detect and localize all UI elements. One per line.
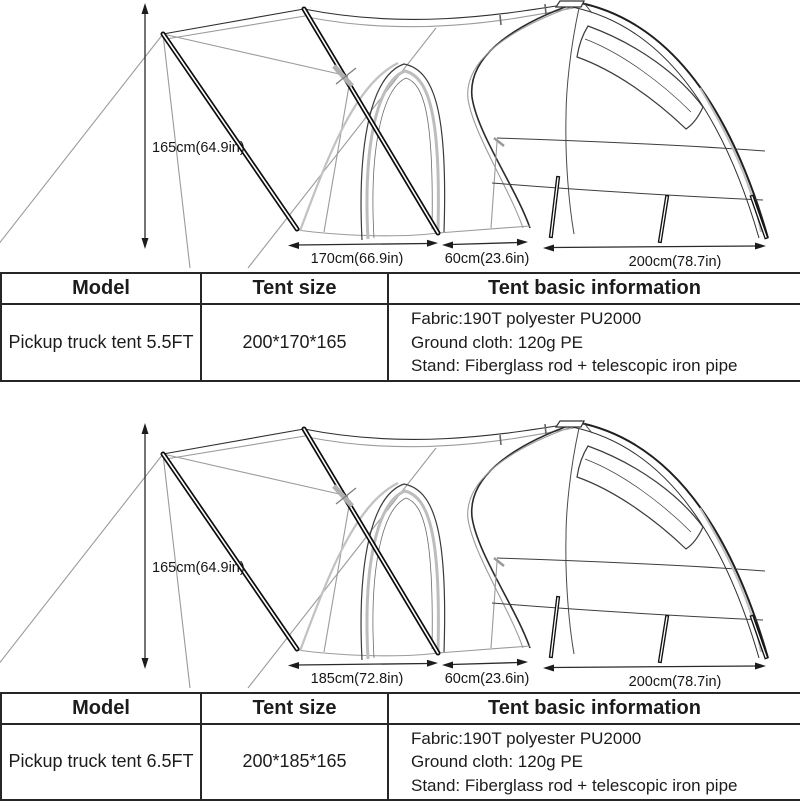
front-tent bbox=[300, 483, 445, 660]
tent-info-column-header: Tent basic information bbox=[388, 273, 800, 304]
info-line-ground-cloth: Ground cloth: 120g PE bbox=[411, 750, 792, 774]
diagram-5-5ft: 165cm(64.9in) 170cm(66.9in) 60cm(23.6in)… bbox=[0, 0, 800, 272]
tent-size-column-header: Tent size bbox=[201, 273, 388, 304]
table-header-row: Model Tent size Tent basic information bbox=[1, 693, 800, 724]
spec-table-6-5ft: Model Tent size Tent basic information P… bbox=[0, 692, 800, 801]
awning-poles bbox=[163, 429, 438, 653]
diagram-6-5ft: 165cm(64.9in) 185cm(72.8in) 60cm(23.6in)… bbox=[0, 420, 800, 692]
ground-stakes bbox=[551, 178, 766, 241]
tent-info-cell: Fabric:190T polyester PU2000 Ground clot… bbox=[388, 304, 800, 381]
table-row: Pickup truck tent 5.5FT 200*170*165 Fabr… bbox=[1, 304, 800, 381]
tent-line-drawing: 165cm(64.9in) 185cm(72.8in) 60cm(23.6in)… bbox=[0, 420, 800, 692]
overhang-dimension-label: 60cm(23.6in) bbox=[445, 251, 530, 267]
section-5-5ft: 165cm(64.9in) 170cm(66.9in) 60cm(23.6in)… bbox=[0, 0, 800, 382]
bed-width-dimension-label: 170cm(66.9in) bbox=[311, 251, 404, 267]
height-dimension-label: 165cm(64.9in) bbox=[152, 140, 245, 156]
tent-size-cell: 200*185*165 bbox=[201, 724, 388, 801]
tent-info-cell: Fabric:190T polyester PU2000 Ground clot… bbox=[388, 724, 800, 801]
info-line-stand: Stand: Fiberglass rod + telescopic iron … bbox=[411, 774, 792, 798]
dome-window bbox=[577, 446, 703, 549]
spec-table-5-5ft: Model Tent size Tent basic information P… bbox=[0, 272, 800, 382]
dome-tent bbox=[438, 421, 768, 658]
bed-width-dimension-label: 185cm(72.8in) bbox=[311, 671, 404, 687]
table-header-row: Model Tent size Tent basic information bbox=[1, 273, 800, 304]
info-line-ground-cloth: Ground cloth: 120g PE bbox=[411, 331, 792, 355]
awning-poles bbox=[163, 9, 438, 233]
overhang-dimension-label: 60cm(23.6in) bbox=[445, 671, 530, 687]
tent-line-drawing: 165cm(64.9in) 170cm(66.9in) 60cm(23.6in)… bbox=[0, 0, 800, 272]
dome-tent bbox=[438, 1, 768, 238]
model-cell: Pickup truck tent 5.5FT bbox=[1, 304, 201, 381]
vent-cap bbox=[556, 1, 584, 7]
model-column-header: Model bbox=[1, 693, 201, 724]
info-line-stand: Stand: Fiberglass rod + telescopic iron … bbox=[411, 354, 792, 378]
model-cell: Pickup truck tent 6.5FT bbox=[1, 724, 201, 801]
tent-length-dimension-label: 200cm(78.7in) bbox=[629, 254, 722, 270]
section-6-5ft: 165cm(64.9in) 185cm(72.8in) 60cm(23.6in)… bbox=[0, 420, 800, 801]
tent-size-cell: 200*170*165 bbox=[201, 304, 388, 381]
tent-info-column-header: Tent basic information bbox=[388, 693, 800, 724]
ground-stakes bbox=[551, 598, 766, 661]
front-tent bbox=[300, 63, 445, 240]
tent-length-dimension-label: 200cm(78.7in) bbox=[629, 674, 722, 690]
table-row: Pickup truck tent 6.5FT 200*185*165 Fabr… bbox=[1, 724, 800, 801]
tent-size-column-header: Tent size bbox=[201, 693, 388, 724]
info-line-fabric: Fabric:190T polyester PU2000 bbox=[411, 307, 792, 331]
dome-window bbox=[577, 26, 703, 129]
model-column-header: Model bbox=[1, 273, 201, 304]
height-dimension-label: 165cm(64.9in) bbox=[152, 560, 245, 576]
info-line-fabric: Fabric:190T polyester PU2000 bbox=[411, 727, 792, 751]
vent-cap bbox=[556, 421, 584, 427]
